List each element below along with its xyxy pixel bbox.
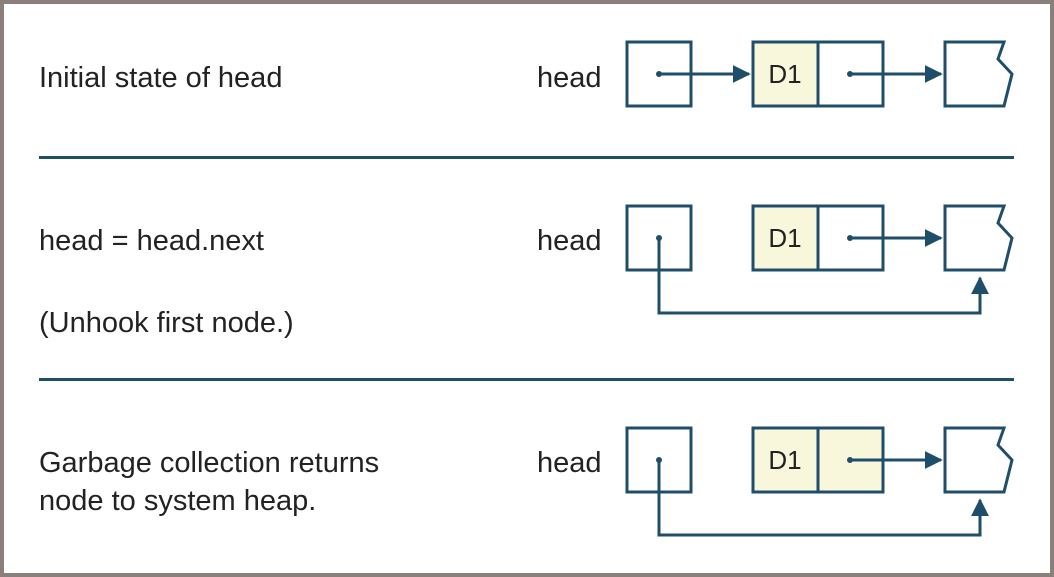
row1-diagram: D1 [625, 40, 1014, 108]
row3-head-bypass-arrow [657, 460, 989, 537]
row3-caption-line2: node to system heap. [39, 485, 317, 517]
row1-caption: Initial state of head [39, 62, 283, 94]
row3-diagram: D1 [625, 426, 1014, 537]
row2-node-label: D1 [768, 223, 801, 253]
row3-head-label: head [537, 447, 602, 479]
linked-list-diagram: D1 D1 D1 [625, 40, 1014, 537]
row2-rest-of-list-shape [943, 204, 1014, 272]
row2-head-bypass-arrow [657, 238, 989, 315]
divider-2 [39, 378, 1014, 381]
row1-node-data-box [751, 40, 820, 108]
row2-caption: head = head.next [39, 225, 264, 257]
row2-note: (Unhook first node.) [39, 307, 294, 339]
row1-head-label: head [537, 62, 602, 94]
row3-node-data-box [751, 426, 820, 494]
divider-1 [39, 156, 1014, 159]
row3-caption-line1: Garbage collection returns [39, 447, 380, 479]
row2-head-label: head [537, 225, 602, 257]
row1-rest-of-list-shape [943, 40, 1014, 108]
row3-rest-of-list-shape [943, 426, 1014, 494]
row1-node-label: D1 [768, 59, 801, 89]
row3-node-label: D1 [768, 445, 801, 475]
row2-diagram: D1 [625, 204, 1014, 315]
